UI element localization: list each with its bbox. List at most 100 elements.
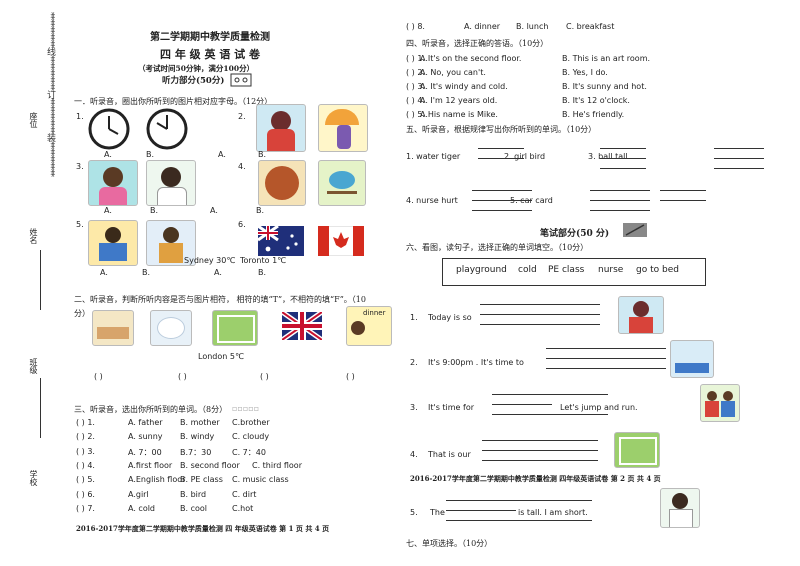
q6-jump-image — [700, 384, 740, 422]
q3-item-1-num: ( ) 1. — [76, 418, 95, 427]
q1-num-2: 2. — [238, 112, 246, 121]
q5-line — [478, 158, 524, 159]
q4-item-2-b: B. Yes, I do. — [562, 68, 608, 77]
q1-1-option-b: B. — [146, 150, 155, 159]
q6-line — [482, 460, 598, 461]
q4-item-5-a: A.His name is Mike. — [420, 110, 498, 119]
exam-info: （考试时间50分钟，满分100分） — [138, 64, 255, 73]
dinner-label: dinner — [363, 309, 386, 317]
q5-line — [714, 158, 764, 159]
q3-item-8-num: ( ) 8. — [406, 22, 425, 31]
q6-sentence-5: The — [430, 508, 445, 517]
q6-cold-girl-image — [618, 296, 664, 334]
q4-instruction: 四、听录音，选择正确的答语。（10分） — [406, 39, 549, 48]
australia-flag-icon — [258, 226, 304, 256]
toronto-caption: Toronto 1℃ — [240, 256, 287, 265]
q4-item-4-a: A. I'm 12 years old. — [420, 96, 498, 105]
q5-line — [660, 190, 706, 191]
q6-line — [480, 304, 600, 305]
q1-num-6: 6. — [238, 220, 246, 229]
page2-footer: 2016-2017学年度第二学期期中教学质量检测 四年级英语试卷 第 2 页 共… — [410, 474, 661, 483]
q4-item-5-b: B. He's friendly. — [562, 110, 625, 119]
q1-2-option-a: A. — [218, 150, 226, 159]
q6-line — [546, 358, 666, 359]
q7-instruction: 七、单项选择。（10分） — [406, 539, 493, 548]
q5-row1-1: 1. water tiger — [406, 152, 461, 161]
q1-5-option-b: B. — [142, 268, 151, 277]
q4-item-3-b: B. It's sunny and hot. — [562, 82, 647, 91]
q3-item-7-c: C.hot — [232, 503, 254, 513]
q1-2-option-b: B. — [258, 150, 267, 159]
q6-line — [492, 414, 608, 415]
q4-item-2-num: ( ) 2. — [406, 68, 425, 77]
ball-image — [258, 160, 306, 206]
q3-item-5-c: C. music class — [232, 475, 289, 485]
q5-line — [590, 200, 650, 201]
q5-line — [590, 190, 650, 191]
q2-dinner-image: dinner — [346, 306, 392, 346]
q6-instruction: 六、看图，读句子，选择正确的单词填空。（10分） — [406, 243, 589, 252]
q6-line — [446, 500, 592, 501]
word-bank-box — [442, 258, 706, 286]
q3-item-6-c: C. dirt — [232, 489, 257, 499]
q2-playground-image — [212, 310, 258, 346]
q6-line — [482, 440, 598, 441]
q3-item-8-a: A. dinner — [464, 22, 501, 31]
q1-6-option-a: A. — [214, 268, 222, 277]
name-label: 姓名 — [29, 228, 38, 244]
q3-item-4-a: A.first floor — [128, 460, 173, 470]
word-bank-playground: playground — [456, 265, 507, 275]
london-caption: London 5℃ — [198, 352, 244, 361]
clock-a-image — [88, 108, 130, 150]
q2-instruction-cont: 分） — [74, 309, 90, 318]
q2-bracket-4: ( ) — [346, 372, 355, 381]
q3-item-2-a: A. sunny — [128, 432, 163, 442]
q4-item-3-a: A. It's windy and cold. — [420, 82, 508, 91]
q3-item-3-c: C. 7：40 — [232, 447, 266, 457]
q2-bracket-2: ( ) — [178, 372, 187, 381]
q4-item-1-num: ( ) 1. — [406, 54, 425, 63]
q6-line — [492, 404, 552, 405]
written-header: 笔试部分(50 分) — [540, 229, 610, 239]
q4-item-1-a: A.It's on the second floor. — [420, 54, 522, 63]
q6-num-3: 3. — [410, 403, 418, 412]
q2-boy-bed-image — [92, 310, 134, 346]
q1-instruction: 一．听录音，圈出你所听到的图片相对应字母。（12分） — [74, 97, 273, 106]
q1-3-option-a: A. — [104, 206, 112, 215]
q3-dots: ▫▫▫▫▫ — [232, 404, 260, 413]
q3-item-3-num: ( ) 3. — [76, 446, 95, 456]
q3-item-2-num: ( ) 2. — [76, 432, 95, 442]
q1-num-5: 5. — [76, 220, 84, 229]
q3-instruction: 三、听录音，选出你所听到的单词。（8分） — [74, 405, 228, 414]
q3-item-7-a: A. cold — [128, 503, 156, 513]
q6-line — [492, 394, 608, 395]
cassette-icon — [230, 73, 252, 87]
q3-item-4-c: C. third floor — [252, 460, 302, 470]
word-bank-go-to-bed: go to bed — [636, 265, 679, 275]
girl-image — [88, 160, 138, 206]
q6-nurse-image — [660, 488, 700, 528]
name-write-line — [40, 250, 41, 310]
q3-item-6-b: B. bird — [180, 489, 207, 499]
q5-line — [472, 190, 532, 191]
q6-sentence-1: Today is so — [428, 313, 472, 322]
canada-flag-icon — [318, 226, 364, 256]
q2-bracket-3: ( ) — [260, 372, 269, 381]
q4-item-5-num: ( ) 5. — [406, 110, 425, 119]
q2-instruction: 二、听录音，判断所听内容是否与图片相符， 相符的填“T”，不相符的填“F”。（1… — [74, 295, 366, 304]
q6-line — [546, 348, 666, 349]
q5-line — [600, 148, 646, 149]
q4-item-1-b: B. This is an art room. — [562, 54, 651, 63]
q6-bedtime-image — [670, 340, 714, 378]
q6-playground-image — [614, 432, 660, 468]
listening-header: 听力部分(50分) — [162, 76, 225, 86]
word-bank-pe-class: PE class — [548, 265, 585, 275]
q5-line — [472, 200, 532, 201]
sydney-caption: Sydney 30℃ — [184, 256, 236, 265]
q6-line — [546, 368, 666, 369]
cold-girl-image — [256, 104, 306, 152]
q1-6-option-b: B. — [258, 268, 267, 277]
man-image — [146, 220, 196, 266]
word-bank-nurse: nurse — [598, 265, 624, 275]
q3-item-3-b: B.7：30 — [180, 447, 212, 457]
